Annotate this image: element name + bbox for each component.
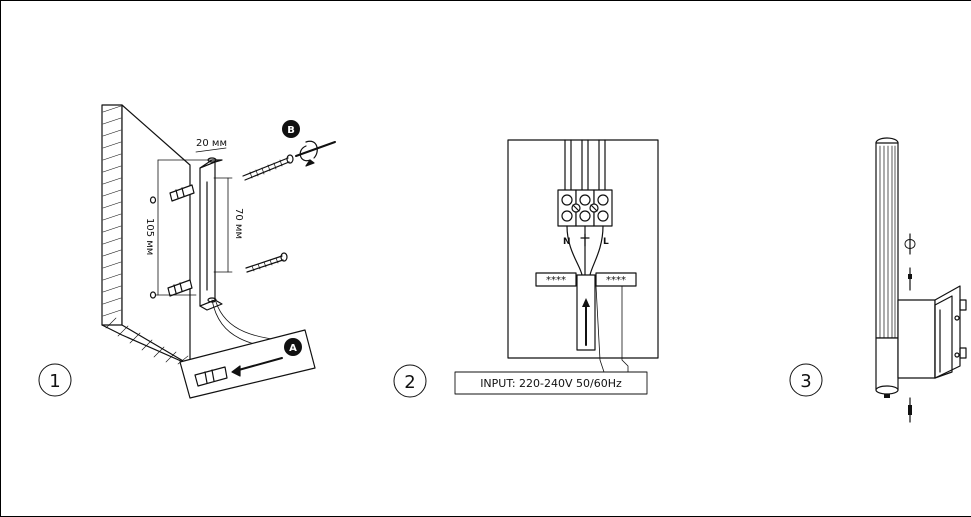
step-1-circle <box>38 363 72 397</box>
wall <box>101 104 191 366</box>
wall-hole-bottom <box>149 291 157 299</box>
step-1-mounting: 20 мм 105 мм 70 мм B A 1 <box>38 104 336 399</box>
input-label-box <box>454 371 648 395</box>
dim-height-label: 105 мм <box>144 218 155 255</box>
tag-right-text: **** <box>606 275 626 286</box>
step-3-number: 3 <box>800 371 811 392</box>
tag-left <box>535 272 577 287</box>
step-2-circle <box>393 364 427 398</box>
step-3-lamp: 3 <box>789 137 967 423</box>
step-3-circle <box>789 363 823 397</box>
dim-spacing-label: 70 мм <box>233 208 244 239</box>
terminal-block <box>557 189 613 227</box>
screw-icon <box>904 233 916 291</box>
svg-text:B: B <box>287 125 295 136</box>
marker-a: A <box>284 338 302 356</box>
tag-right <box>595 272 637 287</box>
terminal-l-label: L <box>603 237 609 247</box>
wall-plug-icon <box>167 184 195 297</box>
top-wires <box>564 139 606 191</box>
tag-left-text: **** <box>546 275 566 286</box>
dimension-lines <box>155 147 233 296</box>
dim-top-label: 20 мм <box>196 138 227 149</box>
ground-icon <box>580 233 590 247</box>
lamp-ribs <box>879 145 896 339</box>
marker-b: B <box>282 120 300 138</box>
inset-detail <box>179 329 316 399</box>
mounting-bracket <box>199 157 223 311</box>
screw-icon <box>242 154 294 273</box>
wall-hole-top <box>149 196 157 204</box>
svg-text:A: A <box>289 343 297 354</box>
rotation-arrow-icon <box>295 140 336 167</box>
screw-icon <box>908 397 912 423</box>
step-1-number: 1 <box>49 371 60 392</box>
input-label: INPUT: 220-240V 50/60Hz <box>480 377 622 390</box>
terminal-n-label: N <box>563 237 571 247</box>
wall-bracket <box>897 285 967 379</box>
step-2-wiring: N L **** **** INPUT: 220-240V 50/60Hz 2 <box>393 139 659 398</box>
lamp-base <box>875 337 899 391</box>
step-2-number: 2 <box>404 372 415 393</box>
